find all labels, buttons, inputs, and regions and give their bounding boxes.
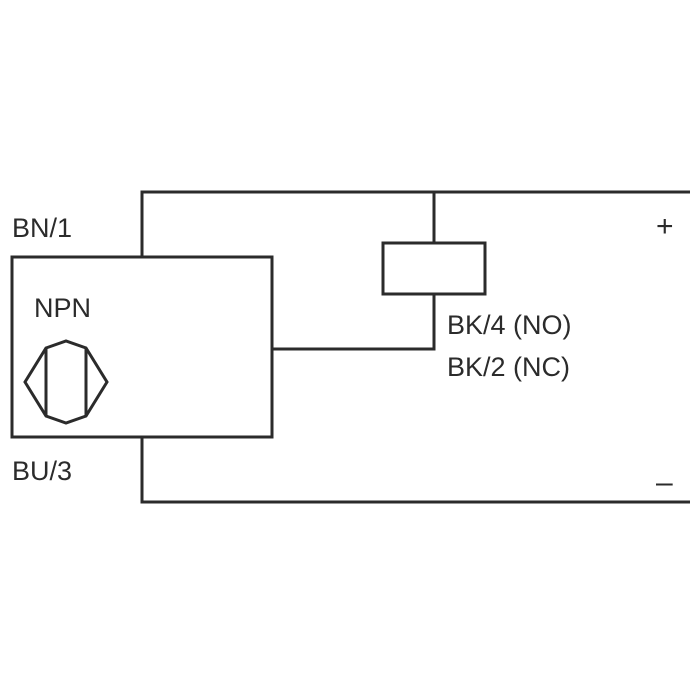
sensor-body bbox=[10, 255, 274, 439]
output-no-label: BK/4 (NO) bbox=[447, 310, 572, 340]
blue-wire-label: BU/3 bbox=[12, 456, 72, 486]
negative-sign: – bbox=[656, 466, 673, 499]
brown-wire-label: BN/1 bbox=[12, 213, 72, 243]
load-coil bbox=[381, 241, 487, 296]
sensor-type-label: NPN bbox=[34, 293, 91, 323]
output-nc-label: BK/2 (NC) bbox=[447, 352, 570, 382]
positive-rail bbox=[140, 190, 690, 257]
inductive-sensor-icon bbox=[23, 339, 109, 425]
output-wire bbox=[272, 294, 436, 351]
negative-rail bbox=[140, 437, 690, 504]
positive-sign: + bbox=[656, 210, 674, 243]
